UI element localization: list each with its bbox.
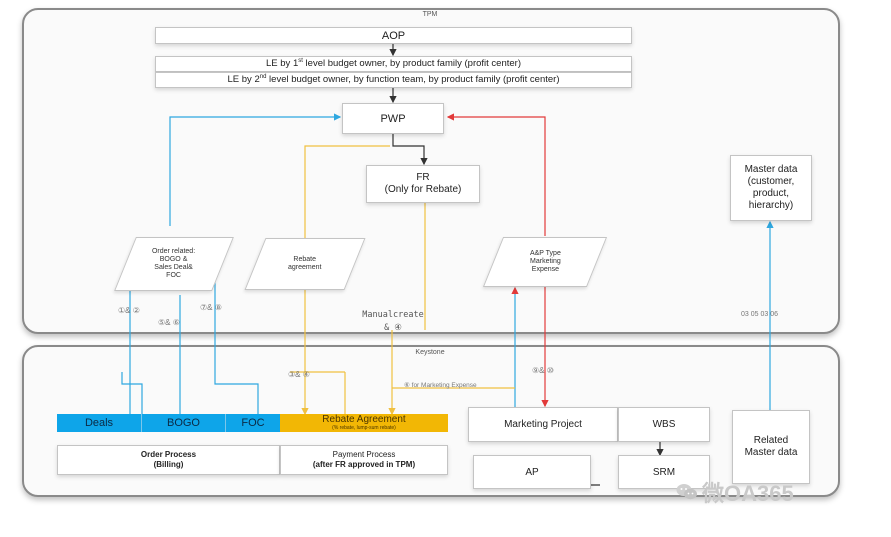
deals-cell: Deals: [57, 414, 141, 432]
marketing-project-label: Marketing Project: [504, 419, 582, 430]
rebate-agreement-sub: (% rebate, lump-sum rebate): [332, 425, 396, 431]
order-related-text: Order related: BOGO & Sales Deal& FOC: [152, 247, 196, 280]
le2-box: LE by 2nd level budget owner, by functio…: [155, 72, 632, 88]
keystone-title: Keystone: [415, 349, 445, 356]
payment-process-box: Payment Process (after FR approved in TP…: [280, 445, 448, 475]
yellow-flow: [290, 145, 515, 416]
wbs-box: WBS: [618, 407, 710, 442]
order-process-line2: (Billing): [153, 460, 184, 469]
order-process-box: Order Process (Billing): [57, 445, 280, 475]
label-7-8: ⑦& ⑧: [200, 303, 222, 312]
payment-process-line2: (after FR approved in TPM): [312, 460, 416, 469]
payment-process-line1: Payment Process: [332, 450, 396, 460]
master-data-line: product,: [752, 188, 790, 199]
srm-box: SRM: [618, 455, 710, 489]
tpm-title: TPM: [422, 11, 438, 18]
related-master-data-box: Related Master data: [732, 410, 810, 484]
marketing-project-box: Marketing Project: [468, 407, 618, 442]
fr-box: FR (Only for Rebate): [366, 165, 480, 203]
le1-box: LE by 1st level budget owner, by product…: [155, 56, 632, 72]
pwp-label: PWP: [380, 112, 406, 125]
le1-label: LE by 1st level budget owner, by product…: [266, 58, 521, 70]
manual-create-label: Manualcreate & ④: [350, 309, 436, 335]
foc-label: FOC: [241, 417, 265, 429]
pwp-box: PWP: [342, 103, 444, 134]
aop-label: AOP: [381, 29, 406, 42]
related-master-line1: Related: [753, 434, 789, 446]
order-process-line1: Order Process: [140, 450, 197, 460]
wbs-label: WBS: [652, 419, 676, 430]
le2-label: LE by 2nd level budget owner, by functio…: [227, 74, 560, 86]
fr-line1: FR: [416, 171, 430, 183]
master-data-line: hierarchy): [748, 200, 794, 211]
ap-type-text: A&P Type Marketing Expense: [529, 249, 561, 274]
manual-create-line1: Manualcreate: [362, 310, 424, 320]
srm-label: SRM: [652, 466, 676, 478]
deals-label: Deals: [84, 417, 114, 429]
wechat-icon: [676, 484, 697, 500]
aop-box: AOP: [155, 27, 632, 44]
label-marketing-expense: ⑥ for Marketing Expense: [404, 382, 477, 389]
watermark-text: 微OA365: [702, 481, 794, 506]
foc-cell: FOC: [225, 414, 280, 432]
label-1-2: ①& ②: [118, 306, 140, 315]
label-9-10: ⑨& ⑩: [532, 366, 554, 375]
watermark: 微OA365: [676, 476, 794, 508]
master-data-line: Master data: [744, 164, 798, 175]
fr-line2: (Only for Rebate): [384, 184, 462, 195]
label-3-4: ③& ④: [288, 370, 310, 379]
label-master-nums: 03 05 03 06: [741, 311, 778, 318]
label-5-6: ⑤& ⑥: [158, 318, 180, 327]
rebate-agreement-text: Rebate agreement: [288, 255, 322, 271]
bogo-cell: BOGO: [141, 414, 225, 432]
master-data-line: (customer,: [747, 176, 795, 187]
rebate-agreement-shape: Rebate agreement: [244, 238, 366, 290]
ap-label: AP: [525, 466, 539, 478]
rebate-agreement-title: Rebate Agreement: [322, 414, 406, 425]
bogo-label: BOGO: [166, 417, 200, 429]
master-data-box: Master data (customer, product, hierarch…: [730, 155, 812, 221]
ap-box: AP: [473, 455, 591, 489]
rebate-agreement-bar: Rebate Agreement (% rebate, lump-sum reb…: [280, 414, 448, 432]
red-flow: [446, 113, 549, 408]
manual-create-line2: & ④: [384, 322, 402, 333]
related-master-line2: Master data: [744, 447, 798, 458]
ap-type-shape: A&P Type Marketing Expense: [482, 237, 608, 287]
blue-flow: [121, 113, 774, 414]
